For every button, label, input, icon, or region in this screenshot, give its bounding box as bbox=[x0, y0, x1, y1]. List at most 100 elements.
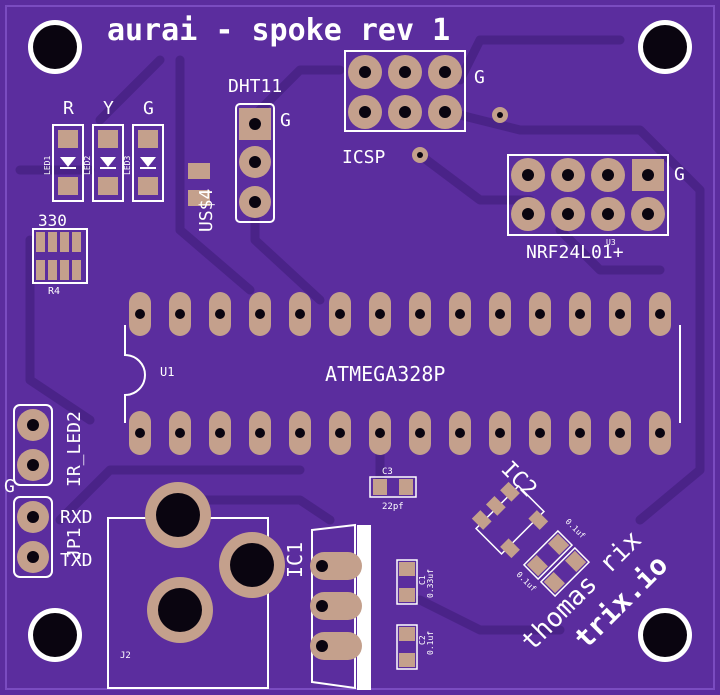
jack-hole bbox=[156, 493, 200, 537]
smd-pad bbox=[500, 481, 520, 502]
led-outline bbox=[92, 124, 124, 202]
smd-pad bbox=[399, 627, 415, 641]
nrf-label: NRF24L01+ bbox=[526, 242, 624, 263]
chip-pin-hole bbox=[495, 309, 505, 319]
pad-hole bbox=[562, 169, 574, 181]
pad-hole bbox=[562, 208, 574, 220]
icsp-gnd-label: G bbox=[474, 67, 485, 88]
smd-pad bbox=[188, 190, 210, 206]
nrf-outline bbox=[507, 154, 669, 236]
mount-hole-bore bbox=[643, 613, 687, 657]
irled-header: IR_LED2 G bbox=[4, 404, 85, 497]
mount-hole-bore bbox=[643, 25, 687, 69]
trace bbox=[250, 195, 325, 305]
txd-label: TXD bbox=[60, 550, 93, 571]
chip-pin-hole bbox=[215, 309, 225, 319]
chip-pin-hole bbox=[175, 309, 185, 319]
smd-pad bbox=[471, 510, 492, 530]
led-outline bbox=[52, 124, 84, 202]
pad bbox=[310, 632, 362, 660]
pad-hole bbox=[439, 106, 451, 118]
c1-value: 0.33uf bbox=[426, 569, 435, 598]
trace bbox=[95, 55, 165, 125]
smd-pad bbox=[399, 562, 415, 576]
pad-hole bbox=[602, 208, 614, 220]
pad-hole bbox=[642, 208, 654, 220]
irled-outline bbox=[13, 404, 53, 486]
chip-pin-hole bbox=[655, 309, 665, 319]
led-red-label: R bbox=[63, 98, 74, 119]
smd-pad bbox=[138, 130, 158, 148]
led2-ref: LED2 bbox=[83, 156, 92, 175]
diode-bar bbox=[100, 167, 116, 169]
chip-pin-hole bbox=[375, 309, 385, 319]
smd-pad bbox=[564, 550, 587, 572]
chip-pin-hole bbox=[615, 428, 625, 438]
chip-pin-hole bbox=[495, 428, 505, 438]
smd-pad bbox=[526, 555, 548, 577]
chip-pin-hole bbox=[295, 428, 305, 438]
smd-pad bbox=[36, 260, 45, 280]
c5-value: 0.1uf bbox=[515, 570, 539, 594]
trace bbox=[55, 465, 305, 525]
smd-pad bbox=[528, 510, 549, 530]
smd-pad bbox=[373, 479, 387, 495]
chip-pin-hole bbox=[415, 428, 425, 438]
rxd-label: RXD bbox=[60, 507, 93, 528]
chip-pin-hole bbox=[335, 309, 345, 319]
us4-label: US$4 bbox=[196, 189, 217, 232]
diode-bar bbox=[60, 167, 76, 169]
ic1-label: IC1 bbox=[283, 542, 307, 578]
mount-hole-bore bbox=[33, 613, 77, 657]
trace bbox=[175, 495, 335, 525]
trace bbox=[175, 55, 255, 295]
pad-hole bbox=[249, 156, 261, 168]
resistor-value: 330 bbox=[38, 211, 67, 230]
ic2-part bbox=[471, 481, 549, 559]
pad-hole bbox=[249, 196, 261, 208]
pad bbox=[310, 592, 362, 620]
led-green-label: G bbox=[143, 98, 154, 119]
cap-outline bbox=[522, 529, 574, 581]
c1-ref: C1 bbox=[418, 575, 427, 585]
chip-pin-hole bbox=[655, 428, 665, 438]
irled-label: IR_LED2 bbox=[64, 411, 85, 487]
c-right-caps bbox=[522, 529, 591, 598]
smd-pad bbox=[58, 130, 78, 148]
smd-pad bbox=[72, 260, 81, 280]
irled-gnd-label: G bbox=[4, 476, 15, 497]
smd-pad bbox=[60, 232, 69, 252]
trace bbox=[435, 105, 705, 525]
ic2-label: IC2 bbox=[496, 457, 542, 503]
smd-pad bbox=[485, 495, 506, 516]
smd-pad bbox=[188, 163, 210, 179]
traces bbox=[15, 35, 705, 635]
smd-pad bbox=[543, 571, 565, 594]
chip-pin-hole bbox=[535, 428, 545, 438]
resistor-network: 330 R4 bbox=[32, 211, 88, 297]
ic1-regulator: IC1 bbox=[283, 523, 371, 690]
pad-hole bbox=[399, 66, 411, 78]
chip-pin-hole bbox=[215, 428, 225, 438]
c2-value: 0.1uf bbox=[426, 631, 435, 655]
atmega-chip: ATMEGA328P U1 bbox=[124, 292, 681, 455]
via-hole bbox=[497, 112, 503, 118]
pad-hole bbox=[27, 511, 39, 523]
c3-outline bbox=[369, 476, 417, 498]
jack-hole bbox=[158, 588, 202, 632]
chip-notch bbox=[124, 325, 146, 423]
smd-pad bbox=[98, 130, 118, 148]
pad-hole bbox=[316, 600, 328, 612]
pad-hole bbox=[249, 118, 261, 130]
jack-hole bbox=[230, 543, 274, 587]
nrf-header: G NRF24L01+ U3 bbox=[507, 154, 685, 263]
pad-hole bbox=[399, 106, 411, 118]
chip-pin-hole bbox=[455, 309, 465, 319]
chip-pin-hole bbox=[335, 428, 345, 438]
diode-bar bbox=[140, 167, 156, 169]
pad-hole bbox=[316, 560, 328, 572]
trace bbox=[415, 595, 565, 635]
pad-hole bbox=[27, 419, 39, 431]
audio-jack: J2 bbox=[107, 482, 285, 689]
